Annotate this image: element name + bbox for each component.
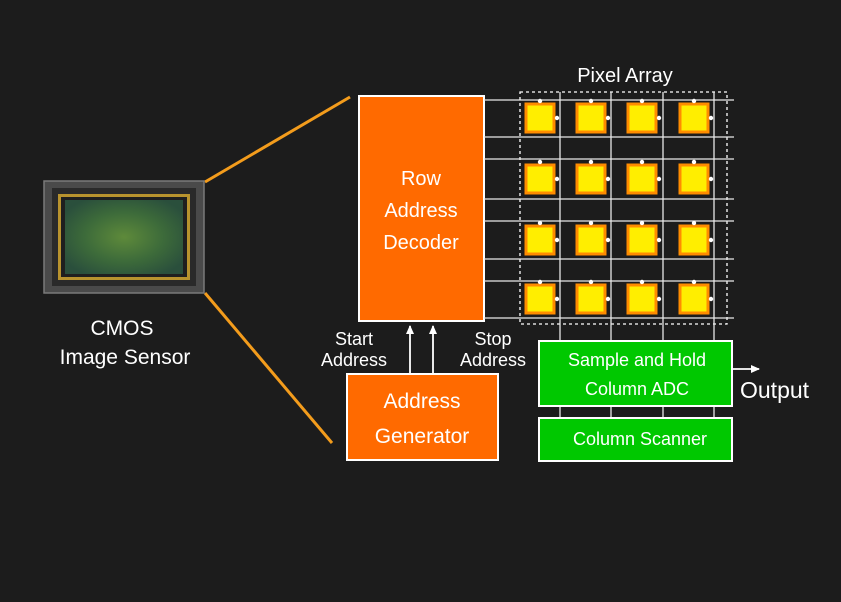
pixel-row-dot xyxy=(691,220,697,226)
stop-address-line2: Address xyxy=(460,350,526,370)
pixel xyxy=(678,102,710,134)
column-scanner-label: Column Scanner xyxy=(573,429,707,449)
pixel xyxy=(575,283,607,315)
stop-address-line1: Stop xyxy=(474,329,511,349)
zoom-line-top xyxy=(204,95,351,184)
pixel-row-dot xyxy=(588,220,594,226)
pixel xyxy=(626,224,658,256)
cmos-sensor-chip xyxy=(43,180,205,294)
pixel-row-dot xyxy=(691,98,697,104)
pixel-col-dot xyxy=(554,115,560,121)
pixel xyxy=(575,163,607,195)
row-decoder-line3: Decoder xyxy=(383,232,459,254)
pixel-col-dot xyxy=(554,237,560,243)
pixel-row-dot xyxy=(588,159,594,165)
pixel-col-dot xyxy=(656,296,662,302)
sample-hold-adc-block xyxy=(538,340,733,407)
pixel xyxy=(678,224,710,256)
pixel-row-dot xyxy=(691,159,697,165)
pixel-row-dot xyxy=(588,279,594,285)
pixel-row-dot xyxy=(588,98,594,104)
pixel-row-dot xyxy=(537,159,543,165)
pixel xyxy=(626,102,658,134)
address-generator-line2: Generator xyxy=(375,425,470,448)
row-decoder-line2: Address xyxy=(384,200,457,222)
pixel-col-dot xyxy=(605,296,611,302)
row-decoder-line1: Row xyxy=(401,168,442,190)
start-address-line2: Address xyxy=(321,350,387,370)
pixel xyxy=(524,163,556,195)
row-address-decoder-block xyxy=(358,95,485,322)
sensor-label-line2: Image Sensor xyxy=(60,346,191,369)
start-address-line1: Start xyxy=(335,329,373,349)
pixel xyxy=(678,163,710,195)
sensor-label-line1: CMOS xyxy=(91,317,154,340)
zoom-line-bottom xyxy=(203,292,334,444)
pixel-row-dot xyxy=(639,159,645,165)
pixel-col-dot xyxy=(656,115,662,121)
pixel-row-dot xyxy=(537,220,543,226)
pixel-col-dot xyxy=(605,176,611,182)
pixel-row-dot xyxy=(639,220,645,226)
column-scanner-block xyxy=(538,417,733,462)
pixel-col-dot xyxy=(554,296,560,302)
pixel-array-grid xyxy=(484,92,734,341)
address-generator-line1: Address xyxy=(383,390,460,413)
sample-hold-line1: Sample and Hold xyxy=(568,350,706,370)
pixel xyxy=(524,102,556,134)
pixel-row-dot xyxy=(639,98,645,104)
pixel-row-dot xyxy=(537,98,543,104)
sample-hold-line2: Column ADC xyxy=(585,379,689,399)
pixel xyxy=(575,102,607,134)
pixel xyxy=(575,224,607,256)
pixel-col-dot xyxy=(708,237,714,243)
output-label: Output xyxy=(740,377,810,403)
pixel-col-dot xyxy=(656,237,662,243)
pixel xyxy=(524,283,556,315)
pixel-col-dot xyxy=(708,296,714,302)
pixel xyxy=(626,163,658,195)
pixel-col-dot xyxy=(554,176,560,182)
column-connectors xyxy=(559,406,715,418)
pixel-array-title: Pixel Array xyxy=(577,65,673,87)
pixel xyxy=(678,283,710,315)
pixel-row-dot xyxy=(691,279,697,285)
pixel-col-dot xyxy=(708,115,714,121)
pixel-col-dot xyxy=(605,115,611,121)
pixel-array-boundary xyxy=(519,91,728,325)
pixel-col-dot xyxy=(708,176,714,182)
pixel-row-dot xyxy=(537,279,543,285)
pixel xyxy=(626,283,658,315)
pixel-col-dot xyxy=(605,237,611,243)
pixel-row-dot xyxy=(639,279,645,285)
pixel-col-dot xyxy=(656,176,662,182)
pixel xyxy=(524,224,556,256)
address-generator-block xyxy=(346,373,499,461)
